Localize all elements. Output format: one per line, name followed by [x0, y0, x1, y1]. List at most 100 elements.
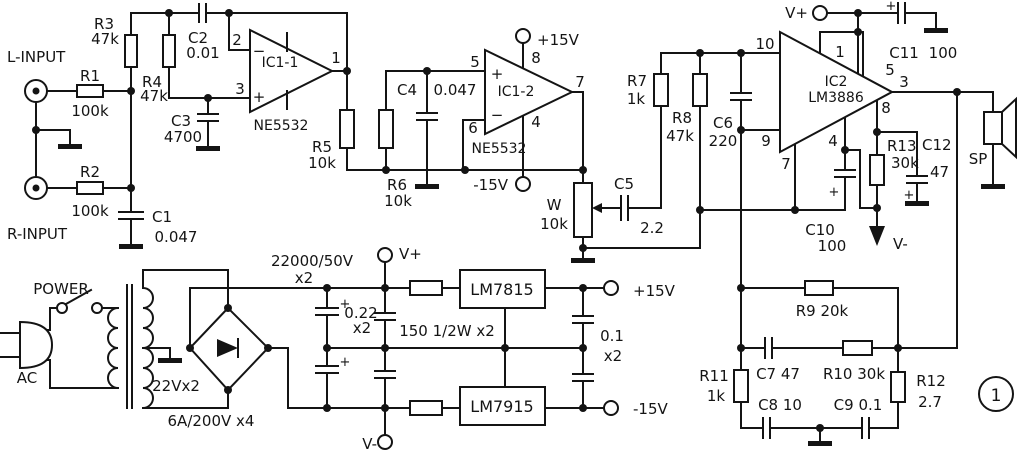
- c4-ref: C4: [397, 81, 417, 99]
- junction-dot: [382, 166, 390, 174]
- power-switch: [56, 288, 103, 314]
- ic12-ref: IC1-2: [498, 84, 535, 100]
- c7-label: C7 47: [756, 365, 800, 383]
- ac-label: AC: [17, 369, 37, 387]
- r13-ref: R13: [887, 137, 917, 155]
- l-input-label: L-INPUT: [7, 48, 66, 66]
- junction-dot: [204, 94, 212, 102]
- r1-val: 100k: [71, 102, 109, 120]
- r8-val: 47k: [666, 127, 694, 145]
- junction-dot: [127, 87, 135, 95]
- junction-dot: [953, 88, 961, 96]
- power-amp-ic2: [779, 30, 895, 154]
- resistor-r9: [804, 280, 834, 296]
- c6-pin9-wires: [740, 52, 781, 131]
- primary-coil: [107, 306, 120, 390]
- c022-label: 0.22: [344, 304, 377, 322]
- cap-c11: [897, 2, 906, 24]
- junction-dot: [225, 9, 233, 17]
- r6-ref: R6: [387, 176, 407, 194]
- ground-icon: [924, 28, 948, 33]
- resistor-r11: [733, 369, 749, 403]
- ic2-pin5: 5: [885, 61, 895, 79]
- bigcap-p2: +: [340, 355, 351, 370]
- r3-ref: R3: [94, 15, 114, 33]
- r4-ref: R4: [142, 73, 162, 91]
- ground-icon: [158, 358, 182, 363]
- reg2-label: LM7915: [470, 397, 533, 416]
- w-val: 10k: [540, 215, 568, 233]
- terminal-p15-out: [603, 280, 619, 296]
- sp-label: SP: [969, 150, 988, 168]
- ic11-pin3: 3: [235, 80, 245, 98]
- resistor-150-top: [409, 280, 443, 296]
- junction-dot: [737, 344, 745, 352]
- ic11-pin2: 2: [232, 31, 242, 49]
- resistor-r12: [890, 371, 906, 403]
- junction-dot: [224, 386, 232, 394]
- junction-dot: [381, 284, 389, 292]
- r8-ref: R8: [672, 109, 692, 127]
- cap-022-pair: [374, 312, 396, 379]
- wires: [0, 12, 994, 442]
- opamp-ic1-1: [249, 28, 335, 114]
- junction-dot: [323, 284, 331, 292]
- c4-val: 0.047: [434, 81, 477, 99]
- c11-plus: +: [886, 0, 897, 14]
- c01-label: 0.1: [600, 327, 624, 345]
- junction-dot: [165, 9, 173, 17]
- r12-ref: R12: [916, 372, 946, 390]
- resistor-150-bottom: [409, 400, 443, 416]
- junction-dot: [873, 128, 881, 136]
- ground-icon: [571, 258, 595, 263]
- center-tap-wire: [142, 347, 171, 359]
- ic2-vminus: V-: [893, 235, 908, 253]
- ground-icon: [905, 201, 929, 206]
- r12-val: 2.7: [918, 393, 942, 411]
- mains-wires: [43, 307, 119, 389]
- in-plus-top-wire: [660, 52, 781, 249]
- ic11-ref: IC1-1: [262, 55, 299, 71]
- pin6-wire: [462, 119, 486, 171]
- terminals: [377, 5, 828, 450]
- junction-dot: [381, 404, 389, 412]
- terminal-vplus-ic2: [812, 5, 828, 21]
- terminal-p15-ic12: [515, 28, 531, 44]
- junction-dot: [501, 344, 509, 352]
- terminal-vplus-ps: [377, 247, 393, 263]
- r7-val: 1k: [627, 90, 646, 108]
- r3-r4-leads: [130, 12, 170, 99]
- diode-icon: [217, 339, 238, 357]
- cap-c12: [906, 175, 928, 184]
- ic2-pin9: 9: [761, 132, 771, 150]
- p15-out: +15V: [633, 282, 676, 300]
- ic12-out-wire: [571, 91, 584, 171]
- terminal-m15-out: [603, 400, 619, 416]
- junction-dot: [423, 67, 431, 75]
- ac-plug-icon: [19, 320, 54, 370]
- resistor-r4: [162, 34, 176, 68]
- ic2-vplus: V+: [785, 4, 808, 22]
- junction-dot: [841, 146, 849, 154]
- transformer-core: [126, 284, 133, 409]
- junction-dot: [696, 49, 704, 57]
- junction-dot: [579, 404, 587, 412]
- c3-ref: C3: [171, 112, 191, 130]
- ic12-plus: +: [491, 65, 504, 83]
- r10-label: R10 30k: [823, 365, 885, 383]
- c3-val: 4700: [164, 128, 202, 146]
- c01-x2: x2: [604, 347, 622, 365]
- cap-01-pair: [572, 315, 594, 382]
- c11-ref: C11: [889, 44, 919, 62]
- jack-r-input: [24, 176, 48, 200]
- transformer: [107, 284, 154, 410]
- ground-icon: [415, 184, 439, 189]
- cap-c3: [197, 113, 219, 122]
- c2-ref: C2: [188, 29, 208, 47]
- r3-val: 47k: [91, 30, 119, 48]
- ic2-pin3: 3: [899, 73, 909, 91]
- cap-c6: [730, 92, 752, 101]
- cap-c5: [620, 195, 629, 221]
- wiper-arrow-icon: [592, 203, 602, 213]
